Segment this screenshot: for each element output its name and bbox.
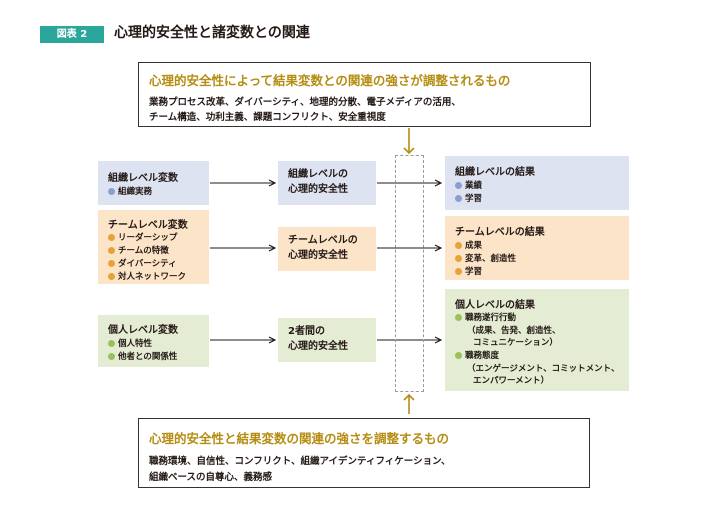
indiv-input-box: 個人レベル変数 個人特性 他者との関係性 bbox=[98, 315, 209, 367]
team-outcome-item-label: 学習 bbox=[465, 267, 483, 277]
team-outcome-item: 変革、創造性 bbox=[455, 252, 516, 264]
dyad-psych-safety-line-1: 2者間の bbox=[288, 326, 325, 337]
top-moderator-title: 心理的安全性によって結果変数との関連の強さが調整されるもの bbox=[149, 73, 511, 88]
bullet-icon bbox=[108, 339, 115, 347]
top-moderator-line-2: チーム構造、功利主義、課題コンフリクト、安全重視度 bbox=[149, 112, 386, 123]
team-input-item: ダイバーシティ bbox=[108, 257, 177, 269]
org-input-item: 組織実務 bbox=[108, 185, 152, 197]
team-input-item-label: チームの特徴 bbox=[118, 246, 169, 256]
team-outcome-item: 学習 bbox=[455, 265, 482, 277]
team-outcome-title: チームレベルの結果 bbox=[455, 227, 545, 238]
indiv-outcome-title: 個人レベルの結果 bbox=[455, 300, 535, 311]
bullet-icon bbox=[108, 352, 115, 360]
org-psych-safety-line-2: 心理的安全性 bbox=[288, 184, 348, 195]
org-outcome-item-label: 学習 bbox=[465, 194, 483, 204]
indiv-outcome-box: 個人レベルの結果 職務遂行行動 （成果、告発、創造性、 コミュニケーション） 職… bbox=[445, 289, 629, 391]
indiv-outcome-item-label: 職務態度 bbox=[465, 351, 500, 361]
org-psych-safety-box: 組織レベルの 心理的安全性 bbox=[278, 161, 376, 205]
org-outcome-item: 学習 bbox=[455, 192, 482, 204]
indiv-outcome-subline: （エンゲージメント、コミットメント、 bbox=[467, 364, 620, 374]
team-input-item-label: ダイバーシティ bbox=[118, 259, 177, 269]
team-input-item: チームの特徴 bbox=[108, 244, 169, 256]
bottom-moderator-line-2: 組織ベースの自尊心、義務感 bbox=[149, 472, 273, 483]
indiv-outcome-item: 職務態度 bbox=[455, 349, 499, 361]
bullet-icon bbox=[455, 313, 462, 321]
figure-badge: 図表 2 bbox=[40, 26, 104, 43]
top-moderator-line-1: 業務プロセス改革、ダイバーシティ、地理的分散、電子メディアの活用、 bbox=[149, 97, 461, 108]
bullet-icon bbox=[455, 254, 462, 262]
indiv-outcome-subline: （成果、告発、創造性、 bbox=[467, 326, 561, 336]
team-outcome-box: チームレベルの結果 成果 変革、創造性 学習 bbox=[445, 216, 629, 280]
bullet-icon bbox=[455, 241, 462, 249]
org-psych-safety-line-1: 組織レベルの bbox=[288, 169, 348, 180]
team-input-item: リーダーシップ bbox=[108, 231, 177, 243]
indiv-input-item-label: 他者との関係性 bbox=[118, 352, 178, 362]
team-input-item: 対人ネットワーク bbox=[108, 270, 186, 282]
team-psych-safety-line-2: 心理的安全性 bbox=[288, 250, 348, 261]
dyad-psych-safety-box: 2者間の 心理的安全性 bbox=[278, 318, 376, 362]
org-input-box: 組織レベル変数 組織実務 bbox=[98, 161, 209, 205]
bottom-moderator-box: 心理的安全性と結果変数の関連の強さを調整するもの 職務環境、自信性、コンフリクト… bbox=[138, 418, 590, 488]
team-outcome-item-label: 成果 bbox=[465, 241, 483, 251]
bullet-icon bbox=[108, 246, 115, 254]
team-outcome-item: 成果 bbox=[455, 239, 482, 251]
org-input-title: 組織レベル変数 bbox=[108, 173, 178, 184]
team-input-item-label: リーダーシップ bbox=[118, 233, 178, 243]
indiv-outcome-subline: コミュニケーション） bbox=[473, 338, 558, 348]
org-outcome-item: 業績 bbox=[455, 179, 482, 191]
org-input-item-label: 組織実務 bbox=[118, 187, 153, 197]
bullet-icon bbox=[108, 233, 115, 241]
bottom-moderator-title: 心理的安全性と結果変数の関連の強さを調整するもの bbox=[149, 431, 450, 446]
org-outcome-title: 組織レベルの結果 bbox=[455, 167, 535, 178]
indiv-input-item-label: 個人特性 bbox=[118, 339, 153, 349]
psych-safety-band bbox=[395, 155, 424, 392]
indiv-outcome-item: 職務遂行行動 bbox=[455, 311, 516, 323]
bullet-icon bbox=[455, 194, 462, 202]
bullet-icon bbox=[108, 272, 115, 280]
indiv-input-item: 個人特性 bbox=[108, 337, 152, 349]
top-moderator-box: 心理的安全性によって結果変数との関連の強さが調整されるもの 業務プロセス改革、ダ… bbox=[138, 62, 591, 127]
bottom-moderator-line-1: 職務環境、自信性、コンフリクト、組織アイデンティフィケーション、 bbox=[149, 456, 451, 467]
bullet-icon bbox=[455, 267, 462, 275]
bullet-icon bbox=[455, 181, 462, 189]
team-psych-safety-box: チームレベルの 心理的安全性 bbox=[278, 227, 376, 271]
team-psych-safety-line-1: チームレベルの bbox=[288, 235, 358, 246]
org-outcome-item-label: 業績 bbox=[465, 181, 483, 191]
indiv-input-title: 個人レベル変数 bbox=[108, 325, 178, 336]
bullet-icon bbox=[108, 259, 115, 267]
bullet-icon bbox=[108, 187, 115, 195]
dyad-psych-safety-line-2: 心理的安全性 bbox=[288, 341, 348, 352]
team-input-title: チームレベル変数 bbox=[108, 220, 188, 231]
team-outcome-item-label: 変革、創造性 bbox=[465, 254, 517, 264]
org-outcome-box: 組織レベルの結果 業績 学習 bbox=[445, 156, 629, 210]
indiv-outcome-item-label: 職務遂行行動 bbox=[465, 313, 517, 323]
figure-title: 心理的安全性と諸変数との関連 bbox=[114, 25, 310, 41]
indiv-input-item: 他者との関係性 bbox=[108, 350, 177, 362]
indiv-outcome-subline: エンパワーメント） bbox=[473, 376, 550, 386]
team-input-box: チームレベル変数 リーダーシップ チームの特徴 ダイバーシティ 対人ネットワーク bbox=[98, 210, 209, 284]
team-input-item-label: 対人ネットワーク bbox=[118, 272, 187, 282]
bullet-icon bbox=[455, 351, 462, 359]
